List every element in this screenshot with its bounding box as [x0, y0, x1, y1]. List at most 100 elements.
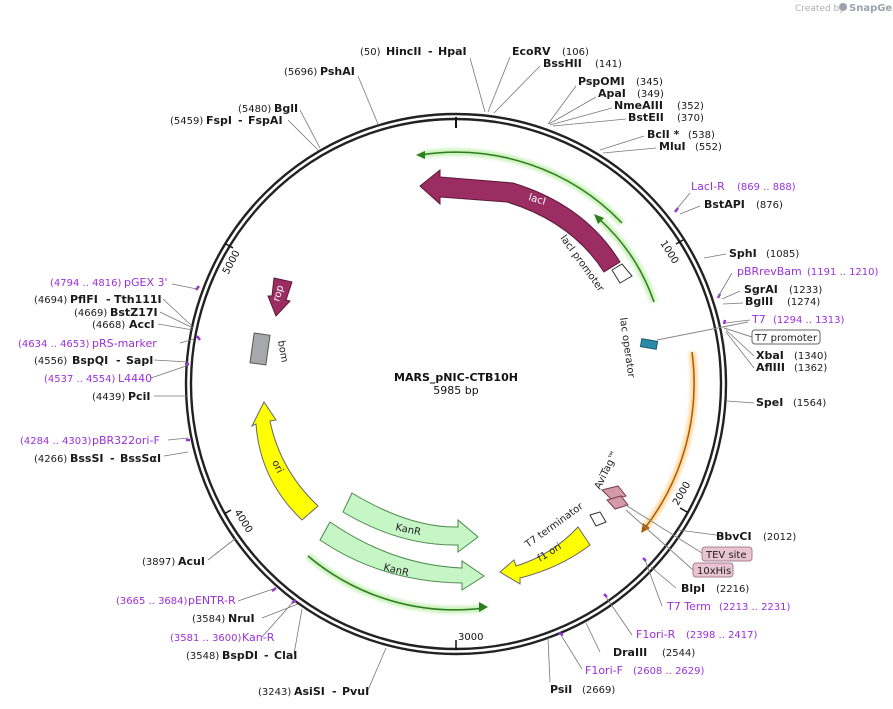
svg-text:(4669): (4669)	[74, 308, 107, 319]
primer-laci-r[interactable]: LacI-R (869 .. 888)	[691, 180, 796, 193]
site-psii[interactable]: PsiI (2669)	[550, 683, 615, 696]
site-pspomi[interactable]: PspOMI (345)	[578, 75, 663, 88]
svg-text:(50): (50)	[360, 47, 381, 58]
site-bstapi[interactable]: BstAPI (876)	[704, 198, 783, 211]
site-bstz17i[interactable]: (4669) BstZ17I	[74, 306, 158, 319]
orf-arrow-top[interactable]	[416, 148, 625, 226]
plasmid-length: 5985 bp	[433, 384, 478, 397]
svg-text:(2398 .. 2417): (2398 .. 2417)	[686, 630, 758, 641]
site-draiii[interactable]: DraIII (2544)	[613, 646, 695, 659]
site-bbvci[interactable]: BbvCI (2012)	[716, 530, 796, 543]
svg-text:PshAI: PshAI	[320, 65, 355, 78]
svg-text:(876): (876)	[756, 200, 783, 211]
site-pcii[interactable]: (4439) PciI	[92, 390, 150, 403]
primer-prs-marker[interactable]: (4634 .. 4653) pRS-marker	[18, 337, 157, 350]
tick-mark-5000	[225, 243, 234, 249]
svg-text:(4537 .. 4554): (4537 .. 4554)	[44, 374, 116, 385]
site-blpi[interactable]: BlpI (2216)	[681, 582, 749, 595]
svg-text:(538): (538)	[688, 130, 715, 141]
svg-text:F1ori-F: F1ori-F	[585, 664, 623, 677]
primer-pbr322ori-f[interactable]: (4284 .. 4303) pBR322ori-F	[20, 434, 160, 447]
svg-text:ClaI: ClaI	[274, 649, 297, 662]
svg-text:BstEII: BstEII	[628, 111, 664, 124]
orf-arrow-right[interactable]	[594, 214, 658, 304]
svg-text:Kan-R: Kan-R	[242, 631, 275, 644]
boxed-feature-tev-site[interactable]: TEV site	[623, 503, 753, 562]
svg-text:BglI: BglI	[274, 102, 298, 115]
site-bgli[interactable]: (5480) BglI	[238, 102, 298, 115]
site-hincii-hpai[interactable]: (50) HincII - HpaI	[360, 45, 467, 58]
site-bcli[interactable]: BclI * (538)	[647, 128, 715, 141]
lac-operator-feature[interactable]: lac operator	[617, 317, 749, 379]
svg-text:XbaI: XbaI	[756, 349, 784, 362]
site-bsssi[interactable]: (4266) BssSI - BssSαI	[34, 452, 161, 465]
site-sphi[interactable]: SphI (1085)	[729, 247, 799, 260]
rop-feature[interactable]: rop	[267, 277, 293, 317]
svg-text:BstZ17I: BstZ17I	[110, 306, 158, 319]
site-ecorv[interactable]: EcoRV (106)	[512, 45, 589, 58]
svg-text:(4634 .. 4653): (4634 .. 4653)	[18, 339, 90, 350]
site-xbai[interactable]: XbaI (1340)	[756, 349, 827, 362]
svg-text:(1191 .. 1210): (1191 .. 1210)	[807, 267, 879, 278]
bom-feature[interactable]: bom	[249, 332, 290, 366]
site-mlui[interactable]: MluI (552)	[659, 140, 722, 153]
site-asisi-pvui[interactable]: (3243) AsiSI - PvuI	[258, 685, 369, 698]
primer-kan-r[interactable]: (3581 .. 3600) Kan-R	[170, 631, 275, 644]
svg-text:SapI: SapI	[126, 354, 153, 367]
svg-text:pGEX 3': pGEX 3'	[124, 276, 168, 289]
svg-text:pRS-marker: pRS-marker	[92, 337, 157, 350]
site-nrui[interactable]: (3584) NruI	[192, 612, 255, 625]
tick-label-5000: 5000	[221, 249, 243, 277]
site-apai[interactable]: ApaI (349)	[598, 87, 664, 100]
svg-text:(5480): (5480)	[238, 104, 271, 115]
svg-text:(4266): (4266)	[34, 454, 67, 465]
laci-feature[interactable]: lacI	[419, 168, 621, 273]
svg-text:FspI: FspI	[206, 114, 232, 127]
orf-arrow-bottom[interactable]	[305, 553, 488, 614]
site-acui[interactable]: (3897) AcuI	[142, 555, 205, 568]
svg-text:(349): (349)	[637, 89, 664, 100]
avitag-feature[interactable]: AviTag™	[593, 449, 629, 510]
ori-feature[interactable]: ori	[250, 401, 319, 521]
kanr-feature-inner[interactable]: KanR	[342, 492, 479, 553]
site-bspdi-clai[interactable]: (3548) BspDI - ClaI	[186, 649, 297, 662]
svg-text:AflIII: AflIII	[756, 361, 785, 374]
svg-text:(2669): (2669)	[582, 685, 615, 696]
svg-text:-: -	[264, 649, 269, 662]
primer-f1ori-r[interactable]: F1ori-R (2398 .. 2417)	[636, 628, 758, 641]
svg-text:(4694): (4694)	[34, 295, 67, 306]
svg-text:BbvCI: BbvCI	[716, 530, 752, 543]
tick-mark-1000	[675, 239, 684, 245]
svg-text:F1ori-R: F1ori-R	[636, 628, 676, 641]
site-afliii[interactable]: AflIII (1362)	[756, 361, 827, 374]
site-bsteii[interactable]: BstEII (370)	[628, 111, 704, 124]
svg-text:SphI: SphI	[729, 247, 757, 260]
primer-l4440[interactable]: (4537 .. 4554) L4440	[44, 372, 152, 385]
svg-text:L4440: L4440	[118, 372, 152, 385]
site-spei[interactable]: SpeI (1564)	[756, 396, 826, 409]
site-fspi-fspai[interactable]: (5459) FspI - FspAI	[170, 114, 283, 127]
boxed-feature-t7-promoter[interactable]: T7 promoter	[723, 327, 821, 345]
primer-t7[interactable]: T7 (1294 .. 1313)	[751, 313, 845, 326]
orf-arrow-orange[interactable]	[641, 351, 698, 533]
site-acci[interactable]: (4668) AccI	[92, 318, 155, 331]
primer-t7-term[interactable]: T7 Term (2213 .. 2231)	[666, 600, 791, 613]
site-pflfi-tth111i[interactable]: (4694) PflFI - Tth111I	[34, 293, 162, 306]
site-sgrai[interactable]: SgrAI (1233)	[744, 283, 822, 296]
primer-pgex-3[interactable]: (4794 .. 4816) pGEX 3'	[50, 276, 168, 289]
boxed-feature-10xhis[interactable]: 10xHis	[625, 509, 734, 578]
credit-prefix: Created by	[795, 4, 845, 14]
site-nmeaiii[interactable]: NmeAIII (352)	[614, 99, 704, 112]
primer-pbrrevbam[interactable]: pBRrevBam (1191 .. 1210)	[737, 265, 879, 278]
svg-text:(352): (352)	[677, 101, 704, 112]
site-bspqi-sapi[interactable]: (4556) BspQI - SapI	[34, 354, 153, 367]
svg-text:BssHII: BssHII	[543, 57, 582, 70]
svg-text:(141): (141)	[595, 59, 622, 70]
site-pshai[interactable]: (5696) PshAI	[284, 65, 355, 78]
primer-pentr-r[interactable]: (3665 .. 3684) pENTR-R	[116, 594, 236, 607]
site-bsshii[interactable]: BssHII (141)	[543, 57, 622, 70]
svg-text:T7: T7	[751, 313, 766, 326]
primer-f1ori-f[interactable]: F1ori-F (2608 .. 2629)	[585, 664, 705, 677]
site-bglii[interactable]: BglII (1274)	[745, 295, 820, 308]
